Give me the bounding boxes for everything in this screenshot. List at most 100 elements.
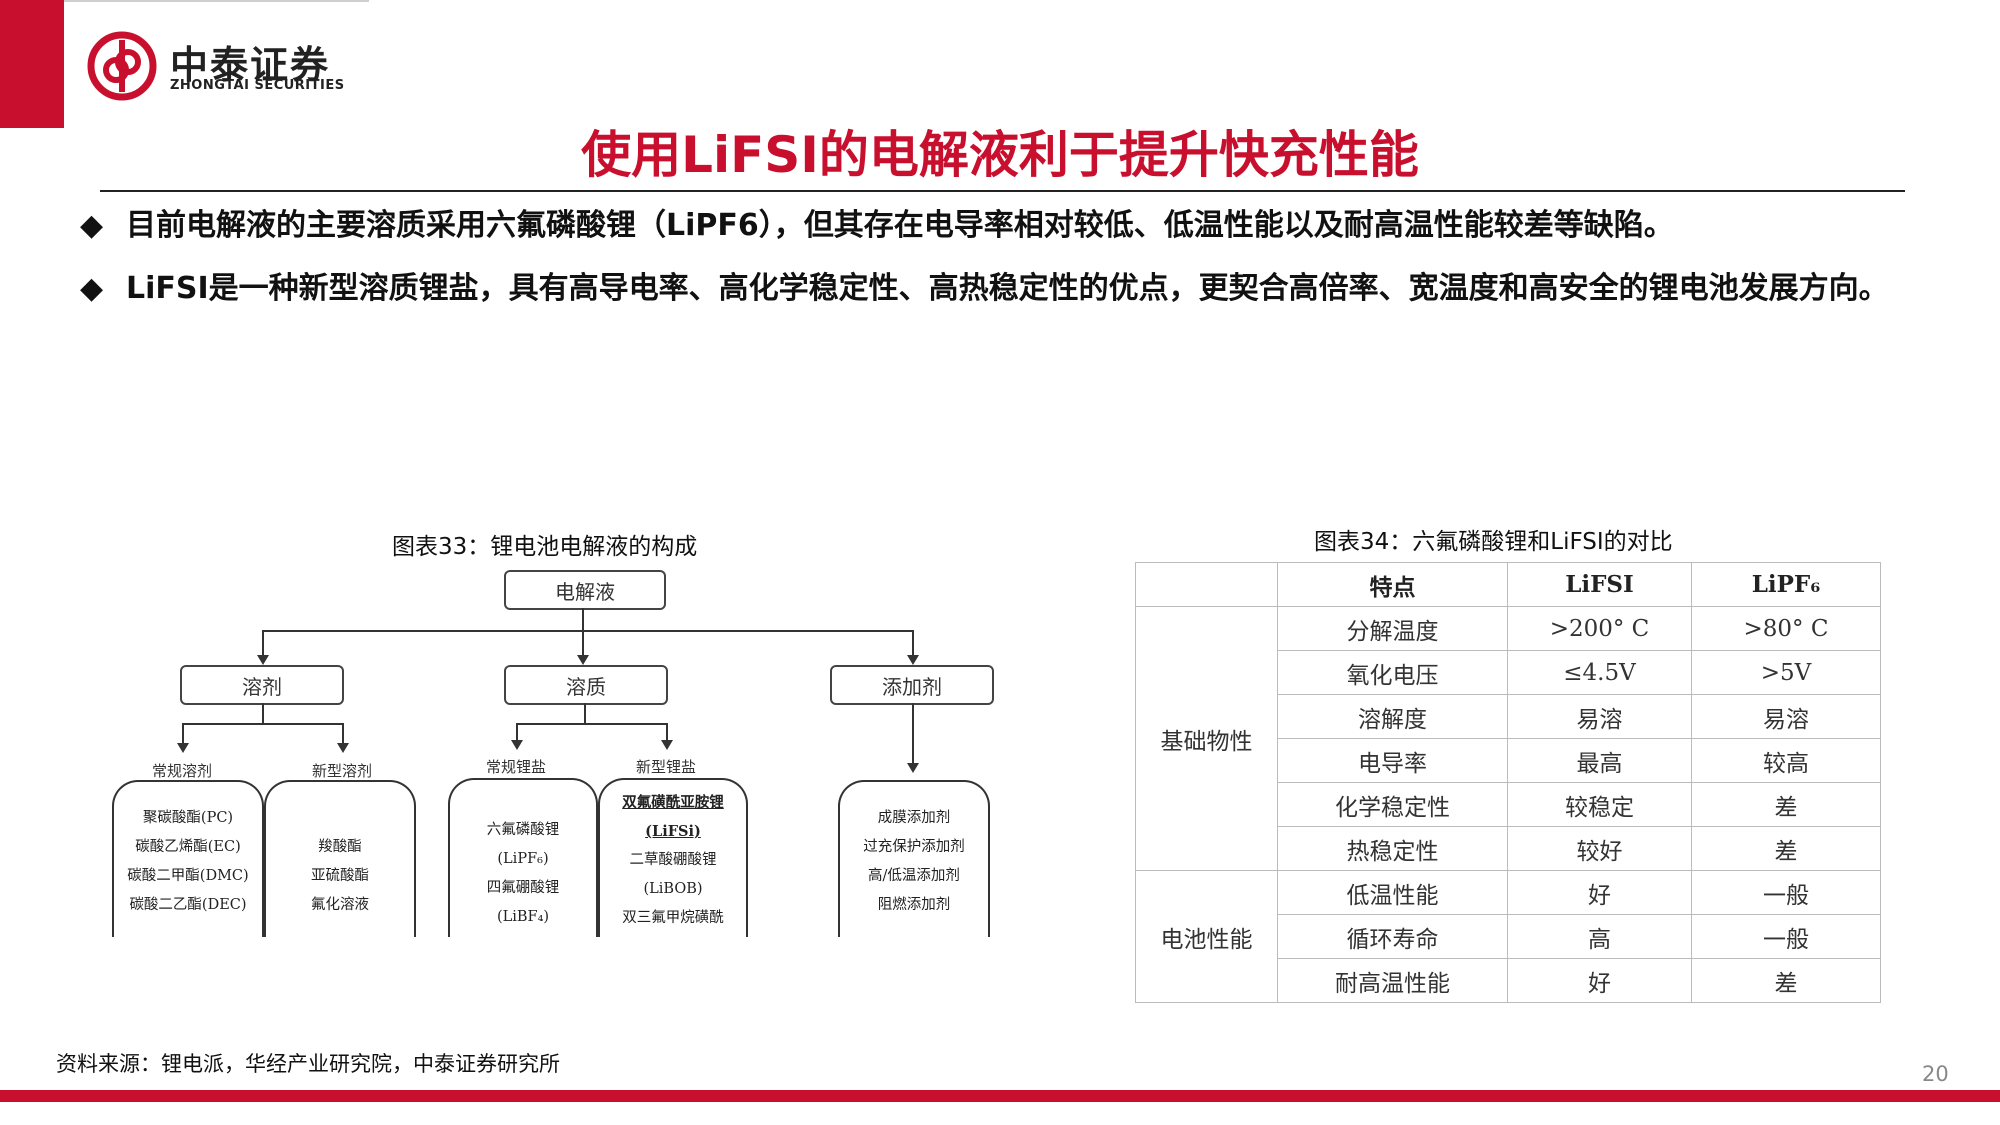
table-cell: 好 bbox=[1507, 958, 1692, 1003]
table-cell: 较好 bbox=[1507, 826, 1692, 871]
electrolyte-composition-diagram: 电解液 溶剂 溶质 添加剂 常规溶剂 新型溶剂 常规锂盐 新型锂盐 聚碳酸酯(P… bbox=[100, 560, 1000, 937]
category-box-solvent: 溶剂 bbox=[180, 665, 344, 705]
connector bbox=[342, 723, 344, 745]
diamond-bullet-icon: ◆ bbox=[80, 208, 104, 243]
list-item: 高/低温添加剂 bbox=[868, 868, 960, 884]
list-item: (LiBOB) bbox=[643, 881, 703, 897]
list-item: (LiBF₄) bbox=[496, 909, 550, 925]
diagram-root-box: 电解液 bbox=[504, 570, 666, 610]
list-item: 聚碳酸酯(PC) bbox=[142, 810, 234, 826]
list-item: 成膜添加剂 bbox=[877, 810, 951, 826]
table-cell: 较高 bbox=[1691, 738, 1881, 783]
table-cell: 高 bbox=[1507, 914, 1692, 959]
connector bbox=[516, 723, 518, 743]
connector bbox=[912, 630, 914, 656]
table-header-cell bbox=[1135, 562, 1278, 607]
table-cell: 分解温度 bbox=[1277, 606, 1508, 651]
column-additive: 成膜添加剂 过充保护添加剂 高/低温添加剂 阻燃添加剂 bbox=[838, 780, 990, 937]
table-cell: 电导率 bbox=[1277, 738, 1508, 783]
table-row: 耐高温性能 好 差 bbox=[1136, 958, 1881, 1003]
table-header-cell: LiPF₆ bbox=[1691, 562, 1881, 607]
column-regular-solvent: 聚碳酸酯(PC) 碳酸乙烯酯(EC) 碳酸二甲酯(DMC) 碳酸二乙酯(DEC) bbox=[112, 780, 264, 937]
column-regular-salt: 六氟磷酸锂 (LiPF₆) 四氟硼酸锂 (LiBF₄) bbox=[448, 778, 598, 937]
table-cell: 差 bbox=[1691, 782, 1881, 827]
list-item: (LiPF₆) bbox=[497, 851, 549, 867]
table-cell: >5V bbox=[1691, 650, 1881, 695]
page-number: 20 bbox=[1922, 1062, 1949, 1086]
table-cell: 氧化电压 bbox=[1277, 650, 1508, 695]
category-box-additive: 添加剂 bbox=[830, 665, 994, 705]
arrow-down-icon bbox=[907, 763, 919, 773]
table-cell: >200° C bbox=[1507, 606, 1692, 651]
table-header-cell: LiFSI bbox=[1507, 562, 1692, 607]
table-header-cell: 特点 bbox=[1277, 562, 1508, 607]
table-cell: 易溶 bbox=[1507, 694, 1692, 739]
table-cell: 好 bbox=[1507, 870, 1692, 915]
column-new-solvent: 羧酸酯 亚硫酸酯 氟化溶液 bbox=[264, 780, 416, 937]
footer-accent-bar bbox=[0, 1090, 2000, 1102]
bullet-point: ◆ LiFSI是一种新型溶质锂盐，具有高导电率、高化学稳定性、高热稳定性的优点，… bbox=[80, 268, 1910, 310]
column-items: 双氟磺酰亚胺锂 (LiFSi) 二草酸硼酸锂 (LiBOB) 双三氟甲烷磺酰 bbox=[600, 788, 746, 933]
table-cell: >80° C bbox=[1691, 606, 1881, 651]
table-cell: 一般 bbox=[1691, 914, 1881, 959]
sublabel-new-salt: 新型锂盐 bbox=[635, 758, 696, 776]
list-item: 亚硫酸酯 bbox=[311, 868, 369, 884]
arrow-down-icon bbox=[661, 740, 673, 750]
category-box-solute: 溶质 bbox=[504, 665, 668, 705]
table-cell: 耐高温性能 bbox=[1277, 958, 1508, 1003]
table-row: 电导率 最高 较高 bbox=[1136, 738, 1881, 783]
list-item: 双氟磺酰亚胺锂 bbox=[622, 794, 724, 811]
bullet-text: LiFSI是一种新型溶质锂盐，具有高导电率、高化学稳定性、高热稳定性的优点，更契… bbox=[126, 271, 1889, 306]
connector bbox=[262, 703, 264, 725]
list-item: 氟化溶液 bbox=[311, 897, 369, 913]
column-items: 聚碳酸酯(PC) 碳酸乙烯酯(EC) 碳酸二甲酯(DMC) 碳酸二乙酯(DEC) bbox=[114, 804, 262, 920]
table-cell: ≤4.5V bbox=[1507, 650, 1692, 695]
sublabel-regular-solvent: 常规溶剂 bbox=[151, 762, 212, 780]
connector bbox=[912, 703, 914, 765]
table-row: 热稳定性 较好 差 bbox=[1136, 826, 1881, 871]
connector bbox=[666, 723, 668, 743]
bullet-point: ◆ 目前电解液的主要溶质采用六氟磷酸锂（LiPF6），但其存在电导率相对较低、低… bbox=[80, 205, 1910, 247]
arrow-down-icon bbox=[337, 743, 349, 753]
table-cell: 较稳定 bbox=[1507, 782, 1692, 827]
list-item: 碳酸二甲酯(DMC) bbox=[127, 868, 249, 884]
figure-34-caption: 图表34：六氟磷酸锂和LiFSI的对比 bbox=[1314, 529, 1673, 555]
header-top-rule bbox=[64, 0, 369, 2]
table-cell: 易溶 bbox=[1691, 694, 1881, 739]
table-cell: 溶解度 bbox=[1277, 694, 1508, 739]
diamond-bullet-icon: ◆ bbox=[80, 271, 104, 306]
list-item: 四氟硼酸锂 bbox=[486, 880, 560, 896]
zhongtai-logo-icon bbox=[87, 31, 157, 101]
connector bbox=[262, 630, 264, 656]
arrow-down-icon bbox=[577, 655, 589, 665]
table-header-row: 特点 LiFSI LiPF₆ bbox=[1135, 562, 1881, 607]
arrow-down-icon bbox=[511, 740, 523, 750]
list-item: 过充保护添加剂 bbox=[863, 839, 965, 855]
source-note: 资料来源：锂电派，华经产业研究院，中泰证券研究所 bbox=[56, 1052, 560, 1076]
arrow-down-icon bbox=[907, 655, 919, 665]
slide-title: 使用LiFSI的电解液利于提升快充性能 bbox=[581, 126, 1419, 184]
logo-text-en: ZHONGTAI SECURITIES bbox=[170, 78, 345, 93]
arrow-down-icon bbox=[257, 655, 269, 665]
header-accent-bar bbox=[0, 0, 64, 128]
table-cell: 循环寿命 bbox=[1277, 914, 1508, 959]
comparison-table: 特点 LiFSI LiPF₆ 基础物性 分解温度 >200° C >80° C … bbox=[1135, 562, 1881, 1012]
connector bbox=[182, 723, 184, 745]
list-item: 二草酸硼酸锂 bbox=[629, 852, 717, 868]
connector bbox=[582, 608, 584, 660]
group-cell: 基础物性 bbox=[1135, 606, 1278, 871]
table-cell: 低温性能 bbox=[1277, 870, 1508, 915]
table-cell: 差 bbox=[1691, 826, 1881, 871]
connector bbox=[262, 630, 914, 632]
list-item: 羧酸酯 bbox=[318, 839, 362, 855]
list-item: 六氟磷酸锂 bbox=[486, 822, 560, 838]
list-item: 碳酸二乙酯(DEC) bbox=[129, 897, 247, 913]
connector bbox=[182, 723, 344, 725]
column-items: 六氟磷酸锂 (LiPF₆) 四氟硼酸锂 (LiBF₄) bbox=[450, 816, 596, 932]
group-cell: 电池性能 bbox=[1135, 870, 1278, 1003]
arrow-down-icon bbox=[177, 743, 189, 753]
logo-text-cn: 中泰证券 bbox=[170, 43, 331, 87]
bullet-text: 目前电解液的主要溶质采用六氟磷酸锂（LiPF6），但其存在电导率相对较低、低温性… bbox=[126, 208, 1674, 243]
column-new-salt: 双氟磺酰亚胺锂 (LiFSi) 二草酸硼酸锂 (LiBOB) 双三氟甲烷磺酰 bbox=[598, 778, 748, 937]
list-item: 双三氟甲烷磺酰 bbox=[622, 910, 724, 926]
